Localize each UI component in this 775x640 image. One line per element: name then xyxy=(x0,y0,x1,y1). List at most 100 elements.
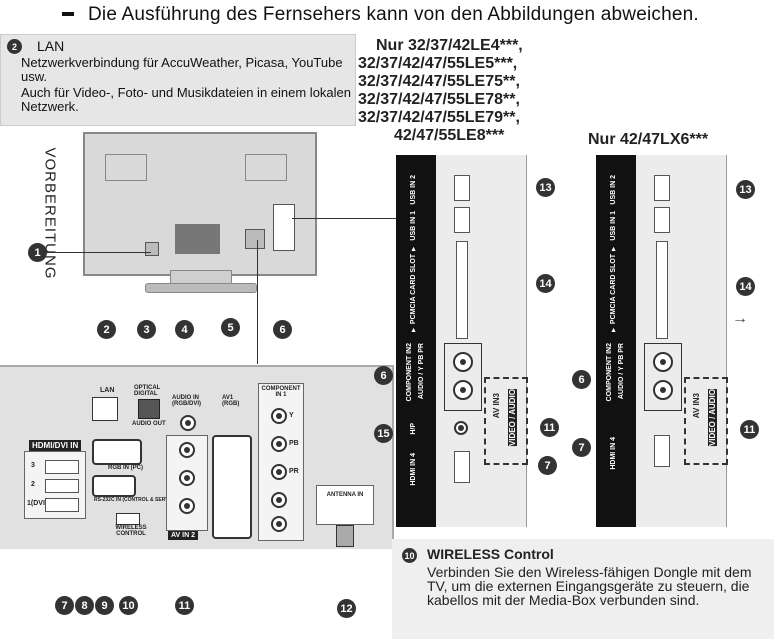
wireless-title: WIRELESS Control xyxy=(427,546,554,562)
side-panel-ports: AV IN3 VIDEO / AUDIO xyxy=(436,155,528,527)
optical-port[interactable] xyxy=(138,399,160,419)
component-audio-l-jack[interactable] xyxy=(271,492,287,508)
antenna-port[interactable] xyxy=(336,525,354,547)
callout-11c: 11 xyxy=(740,420,759,439)
hdmi-in4-label: HDMI IN 4 xyxy=(410,453,417,486)
callout-14: 14 xyxy=(536,274,555,293)
model-line: 42/47/55LE8*** xyxy=(394,127,505,144)
av-in2-video-jack[interactable] xyxy=(179,442,195,458)
component-y-jack[interactable] xyxy=(271,408,287,424)
callout-7: 7 xyxy=(55,596,74,615)
usb-in1-label: USB IN 1 xyxy=(410,211,417,241)
callout-7c: 7 xyxy=(572,438,591,457)
callout-8: 8 xyxy=(75,596,94,615)
component-audio-r-jack[interactable] xyxy=(271,516,287,532)
video-audio-label: VIDEO / AUDIO xyxy=(708,389,717,447)
usb-in2-port[interactable] xyxy=(454,175,470,201)
audio-in-label: AUDIO IN (RGB/DVI) xyxy=(172,395,201,407)
lan-port[interactable] xyxy=(92,397,118,421)
hdmi-1-port[interactable] xyxy=(45,498,79,512)
component-in2-audio-jack[interactable] xyxy=(453,380,473,400)
component-in1-label: COMPONENT IN 1 xyxy=(261,386,301,398)
antenna-label: ANTENNA IN xyxy=(326,492,364,498)
usb-in1-label: USB IN 1 xyxy=(610,211,617,241)
lan-description-2: Auch für Video-, Foto- und Musikdateien … xyxy=(21,85,352,114)
lan-port-label: LAN xyxy=(100,387,115,394)
component-in2-group xyxy=(644,343,682,411)
component-in2-jack[interactable] xyxy=(653,352,673,372)
av-in3-group: AV IN3 VIDEO / AUDIO xyxy=(484,377,528,465)
wireless-number-badge: 10 xyxy=(402,548,417,563)
tv-rear-panel-mark xyxy=(245,229,265,249)
model-line: 32/37/42/47/55LE78**, xyxy=(358,91,520,108)
component-in2-jack[interactable] xyxy=(453,352,473,372)
av-in2-label: AV IN 2 xyxy=(168,531,198,540)
av-in3-label: AV IN3 xyxy=(492,393,501,419)
side-section-label: VORBEREITUNG xyxy=(41,147,59,280)
usb-in1-port[interactable] xyxy=(454,207,470,233)
antenna-group: ANTENNA IN xyxy=(316,485,374,525)
hdmi-in4-port[interactable] xyxy=(654,435,670,467)
hdmi-1-label: 1(DVI) xyxy=(27,500,48,507)
hdmi-group: HDMI/DVI IN 3 2 1(DVI) xyxy=(24,440,86,519)
callout-2: 2 xyxy=(97,320,116,339)
hdmi-2-port[interactable] xyxy=(45,479,79,493)
optical-label: OPTICAL DIGITAL xyxy=(134,385,161,397)
callout-11: 11 xyxy=(175,596,194,615)
callout-11b: 11 xyxy=(540,418,559,437)
usb-in1-port[interactable] xyxy=(654,207,670,233)
usb-in2-label: USB IN 2 xyxy=(610,175,617,205)
callout-6b: 6 xyxy=(374,366,393,385)
tv-lan-mark xyxy=(145,242,159,256)
av-in2-audio-r-jack[interactable] xyxy=(179,498,195,514)
hdmi-3-port[interactable] xyxy=(45,460,79,474)
audio-y-pb-pr-label: AUDIO / Y PB PR xyxy=(418,343,425,400)
audio-in-jack[interactable] xyxy=(180,415,196,431)
component-in2-group xyxy=(444,343,482,411)
usb-in2-label: USB IN 2 xyxy=(410,175,417,205)
model-line: 32/37/42/47/55LE5***, xyxy=(358,55,518,72)
hdmi-3-label: 3 xyxy=(31,462,35,469)
component-in2-label: COMPONENT IN2 xyxy=(406,343,413,402)
audio-out-label: AUDIO OUT xyxy=(132,421,166,427)
wireless-port[interactable] xyxy=(116,513,140,525)
callout-10: 10 xyxy=(119,596,138,615)
rs232-label: RS-232C IN (CONTROL & SERVICE) xyxy=(94,497,179,503)
rgb-in-port[interactable] xyxy=(92,439,142,465)
av-in3-group: AV IN3 VIDEO / AUDIO xyxy=(684,377,728,465)
callout-14b: 14 xyxy=(736,277,755,296)
video-audio-label: VIDEO / AUDIO xyxy=(508,389,517,447)
tv-stand-base xyxy=(145,283,257,293)
callout-13b: 13 xyxy=(736,180,755,199)
hdmi-in4-port[interactable] xyxy=(454,451,470,483)
audio-y-pb-pr-label: AUDIO / Y PB PR xyxy=(618,343,625,400)
rs232-port[interactable] xyxy=(92,475,136,497)
page-header: Die Ausführung des Fernsehers kann von d… xyxy=(62,4,699,26)
usb-in2-port[interactable] xyxy=(654,175,670,201)
hdmi-in4-label: HDMI IN 4 xyxy=(610,437,617,470)
tv-back-panel xyxy=(245,154,287,181)
component-pb-jack[interactable] xyxy=(271,436,287,452)
lan-description-1: Netzwerkverbindung für AccuWeather, Pica… xyxy=(21,55,343,84)
component-pb-label: PB xyxy=(289,440,299,447)
pcmcia-slot[interactable] xyxy=(456,241,468,339)
component-in1-group: COMPONENT IN 1 Y PB PR xyxy=(258,383,304,541)
component-in2-audio-jack[interactable] xyxy=(653,380,673,400)
callout-3: 3 xyxy=(137,320,156,339)
pcmcia-label: ▼ PCMCIA CARD SLOT ▼ xyxy=(410,245,417,334)
callout-4: 4 xyxy=(175,320,194,339)
rear-connector-panel: HDMI/DVI IN 3 2 1(DVI) LAN OPTICAL DIGIT… xyxy=(0,365,394,549)
connector-line xyxy=(292,218,396,219)
model-line: 32/37/42/47/55LE75**, xyxy=(358,73,520,90)
component-pr-jack[interactable] xyxy=(271,464,287,480)
component-pr-label: PR xyxy=(289,468,299,475)
callout-5: 5 xyxy=(221,318,240,337)
av-in3-label: AV IN3 xyxy=(692,393,701,419)
av-in2-audio-l-jack[interactable] xyxy=(179,470,195,486)
headphone-jack[interactable] xyxy=(454,421,468,435)
header-text: Die Ausführung des Fernsehers kann von d… xyxy=(88,4,699,25)
callout-15: 15 xyxy=(374,424,393,443)
pcmcia-slot[interactable] xyxy=(656,241,668,339)
side-panel-label-strip-lx6: USB IN 2 USB IN 1 ▼ PCMCIA CARD SLOT ▼ C… xyxy=(596,155,636,527)
scart-port[interactable] xyxy=(212,435,252,539)
